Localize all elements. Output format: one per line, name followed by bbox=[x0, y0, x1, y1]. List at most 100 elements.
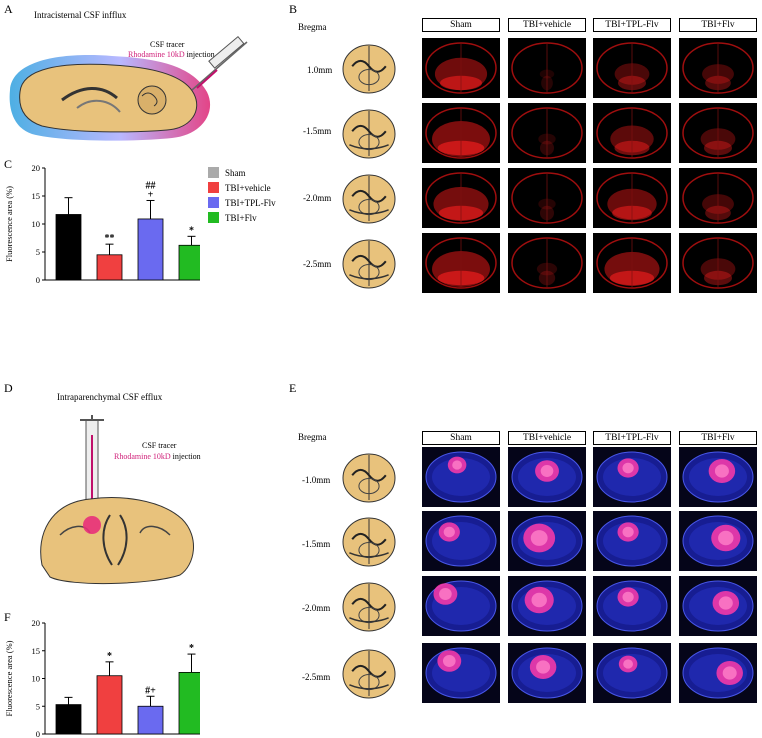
micrograph-image bbox=[508, 103, 586, 163]
micrograph-image bbox=[422, 643, 500, 703]
micrograph-image bbox=[679, 103, 757, 163]
significance-label: * bbox=[189, 225, 194, 236]
panel-a-injection-label: Rhodamine 10kD injection bbox=[128, 50, 215, 59]
micrograph-image bbox=[422, 511, 500, 571]
y-tick-label: 0 bbox=[36, 729, 40, 738]
legend-swatch bbox=[208, 182, 219, 193]
coronal-atlas-section bbox=[342, 582, 396, 632]
coronal-atlas-section bbox=[342, 239, 396, 289]
bar-sham bbox=[55, 214, 82, 281]
panel-b-col-header: TBI+TPL-Flv bbox=[593, 18, 671, 32]
micrograph-image bbox=[422, 38, 500, 98]
micrograph-image bbox=[422, 103, 500, 163]
sagittal-brain-illustration bbox=[9, 36, 248, 141]
panel-e-row-label: -1.0mm bbox=[302, 475, 331, 485]
rhodamine-label: Rhodamine 10kD bbox=[114, 452, 171, 461]
panel-a-tracer-label: CSF tracer bbox=[150, 40, 185, 49]
micrograph-image bbox=[593, 511, 671, 571]
y-tick-label: 15 bbox=[32, 191, 41, 201]
legend-item: Sham bbox=[208, 165, 276, 180]
micrograph-image bbox=[508, 511, 586, 571]
panel-e-row-label: -1.5mm bbox=[302, 539, 331, 549]
micrograph-image bbox=[508, 168, 586, 228]
legend: Sham TBI+vehicle TBI+TPL-Flv TBI+Flv bbox=[208, 165, 276, 225]
panel-e-bregma-label: Bregma bbox=[298, 432, 327, 442]
panel-letter-a: A bbox=[4, 2, 13, 16]
legend-label: TBI+TPL-Flv bbox=[225, 197, 276, 208]
significance-label: + bbox=[148, 189, 154, 200]
micrograph-image bbox=[679, 168, 757, 228]
bar-sham bbox=[55, 704, 82, 735]
coronal-atlas-section bbox=[342, 453, 396, 503]
panel-e-col-header: TBI+vehicle bbox=[508, 431, 586, 445]
micrograph-image bbox=[593, 38, 671, 98]
injection-suffix: injection bbox=[184, 50, 215, 59]
panel-d-injection-label: Rhodamine 10kD injection bbox=[114, 452, 201, 461]
legend-item: TBI+TPL-Flv bbox=[208, 195, 276, 210]
micrograph-image bbox=[679, 643, 757, 703]
panel-d-title: Intraparenchymal CSF efflux bbox=[57, 392, 163, 402]
y-axis-label: Fluorescence area (%) bbox=[4, 186, 14, 262]
y-tick-label: 5 bbox=[36, 701, 40, 711]
micrograph-image bbox=[593, 576, 671, 636]
legend-label: TBI+vehicle bbox=[225, 182, 271, 193]
y-tick-label: 5 bbox=[36, 247, 40, 257]
panel-letter-f: F bbox=[4, 610, 11, 624]
micrograph-image bbox=[679, 576, 757, 636]
micrograph-image bbox=[679, 447, 757, 507]
panel-letter-d: D bbox=[4, 381, 13, 395]
panel-b-row-label: -2.5mm bbox=[303, 259, 332, 269]
coronal-atlas-section bbox=[342, 517, 396, 567]
y-axis-label: Fluorescence area (%) bbox=[4, 640, 14, 716]
panel-b-col-header: Sham bbox=[422, 18, 500, 32]
panel-e-row-label: -2.0mm bbox=[302, 603, 331, 613]
significance-label: #+ bbox=[145, 685, 156, 696]
legend-swatch bbox=[208, 212, 219, 223]
panel-b-bregma-label: Bregma bbox=[298, 22, 327, 32]
micrograph-image bbox=[422, 233, 500, 293]
micrograph-image bbox=[508, 643, 586, 703]
bar-tbi-vehicle bbox=[96, 254, 123, 281]
micrograph-image bbox=[593, 103, 671, 163]
bar-tbi-flv bbox=[178, 671, 200, 735]
legend-swatch bbox=[208, 167, 219, 178]
micrograph-image bbox=[422, 168, 500, 228]
panel-b-col-header: TBI+Flv bbox=[679, 18, 757, 32]
panel-d-tracer-label: CSF tracer bbox=[142, 441, 177, 450]
panel-a-title: Intracisternal CSF infflux bbox=[34, 10, 127, 20]
micrograph-image bbox=[679, 233, 757, 293]
panel-b-col-header: TBI+vehicle bbox=[508, 18, 586, 32]
y-tick-label: 20 bbox=[32, 618, 41, 628]
micrograph-image bbox=[508, 447, 586, 507]
micrograph-image bbox=[508, 576, 586, 636]
significance-label: ** bbox=[105, 233, 115, 244]
legend-label: TBI+Flv bbox=[225, 212, 257, 223]
coronal-injection-illustration bbox=[40, 415, 195, 585]
panel-e-col-header: TBI+Flv bbox=[679, 431, 757, 445]
y-tick-label: 10 bbox=[32, 674, 41, 684]
panel-b-row-label: -2.0mm bbox=[303, 193, 332, 203]
panel-e-row-label: -2.5mm bbox=[302, 672, 331, 682]
coronal-atlas-section bbox=[342, 649, 396, 699]
micrograph-image bbox=[593, 168, 671, 228]
panel-letter-b: B bbox=[289, 2, 298, 16]
micrograph-image bbox=[508, 233, 586, 293]
y-tick-label: 0 bbox=[36, 275, 40, 285]
panel-letter-c: C bbox=[4, 157, 13, 171]
panel-b-row-label: -1.5mm bbox=[303, 126, 332, 136]
panel-e-col-header: TBI+TPL-Flv bbox=[593, 431, 671, 445]
bar-tbi-tpl-flv bbox=[137, 218, 164, 281]
micrograph-image bbox=[679, 38, 757, 98]
micrograph-image bbox=[422, 576, 500, 636]
coronal-atlas-section bbox=[342, 174, 396, 224]
y-tick-label: 10 bbox=[32, 219, 41, 229]
injection-suffix: injection bbox=[170, 452, 201, 461]
micrograph-image bbox=[422, 447, 500, 507]
micrograph-image bbox=[679, 511, 757, 571]
bar-tbi-vehicle bbox=[96, 675, 123, 735]
rhodamine-label: Rhodamine 10kD bbox=[128, 50, 185, 59]
legend-item: TBI+Flv bbox=[208, 210, 276, 225]
panel-letter-e: E bbox=[289, 381, 297, 395]
